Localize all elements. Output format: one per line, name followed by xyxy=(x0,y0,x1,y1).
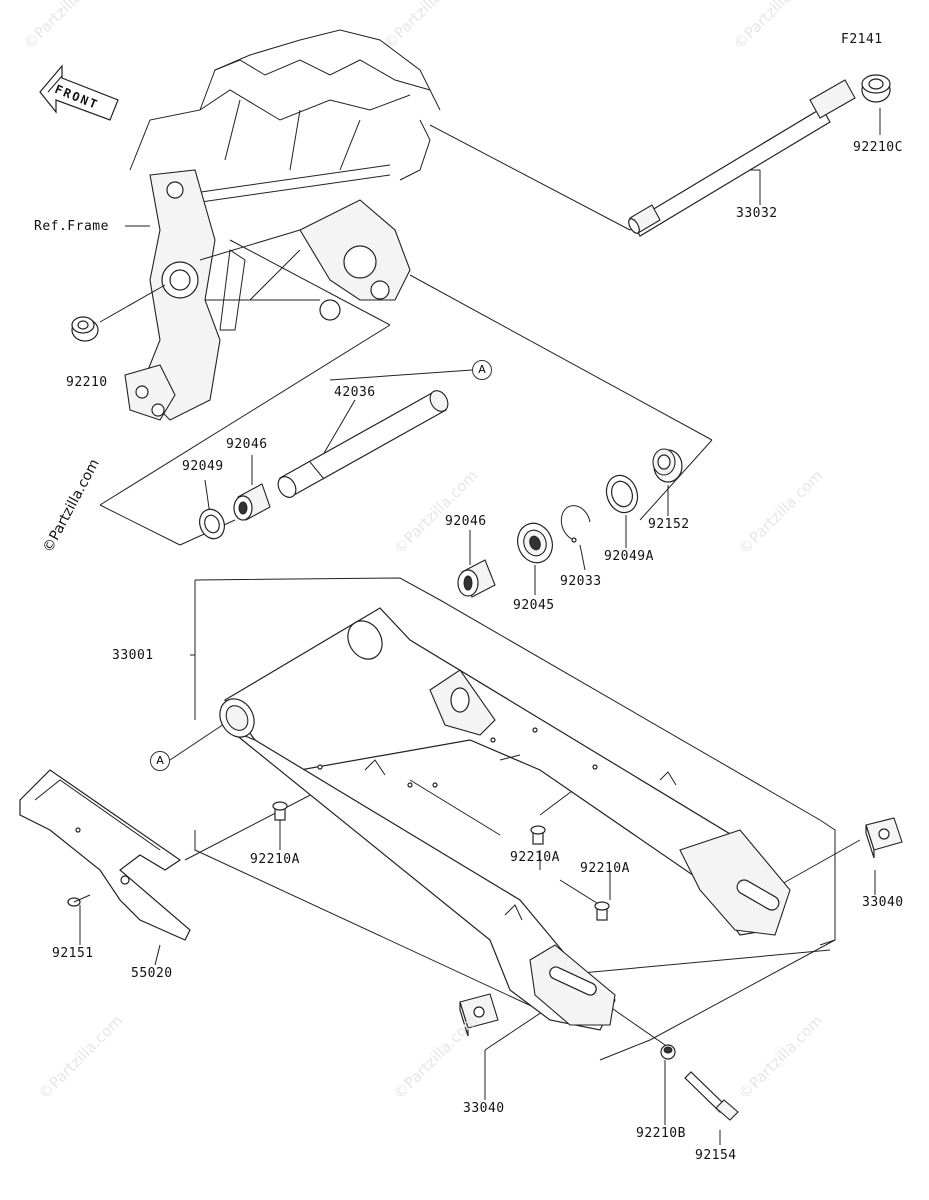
bearing-92046-mid xyxy=(457,559,496,598)
nut-92210-icon xyxy=(71,316,99,342)
seal-92049a xyxy=(605,474,639,514)
part-label-92210c[interactable]: 92210C xyxy=(853,140,903,155)
circlip-92033 xyxy=(560,505,591,543)
part-label-92210[interactable]: 92210 xyxy=(66,375,108,390)
part-label-92210b[interactable]: 92210B xyxy=(636,1126,686,1141)
part-label-33032[interactable]: 33032 xyxy=(736,206,778,221)
part-label-92151[interactable]: 92151 xyxy=(52,946,94,961)
part-label-92045[interactable]: 92045 xyxy=(513,598,555,613)
seal-92049 xyxy=(199,508,225,540)
part-label-33040-bottom[interactable]: 33040 xyxy=(463,1101,505,1116)
part-label-92046-upper[interactable]: 92046 xyxy=(226,437,268,452)
part-label-42036[interactable]: 42036 xyxy=(334,385,376,400)
part-label-92210a-1[interactable]: 92210A xyxy=(250,852,300,867)
part-label-92046-mid[interactable]: 92046 xyxy=(445,514,487,529)
front-arrow-icon xyxy=(39,64,119,121)
part-label-92152[interactable]: 92152 xyxy=(648,517,690,532)
adjuster-33040-right xyxy=(865,817,903,859)
ref-frame-label: Ref.Frame xyxy=(34,219,109,234)
part-label-33001[interactable]: 33001 xyxy=(112,648,154,663)
part-label-92049[interactable]: 92049 xyxy=(182,459,224,474)
leader-lines xyxy=(79,108,881,1145)
bearing-92045 xyxy=(517,522,553,564)
part-label-92210a-3[interactable]: 92210A xyxy=(580,861,630,876)
frame-drawing xyxy=(124,29,441,421)
pivot-shaft-33032 xyxy=(628,79,856,237)
part-label-92154[interactable]: 92154 xyxy=(695,1148,737,1163)
bolt-92154-icon xyxy=(684,1071,739,1121)
chain-guard-55020 xyxy=(19,769,191,941)
screw-92151-icon xyxy=(67,894,91,907)
part-label-92033[interactable]: 92033 xyxy=(560,574,602,589)
part-label-55020[interactable]: 55020 xyxy=(131,966,173,981)
part-label-92049a[interactable]: 92049A xyxy=(604,549,654,564)
swingarm-33001 xyxy=(219,607,791,1031)
collar-42036 xyxy=(277,390,449,498)
part-label-92210a-2[interactable]: 92210A xyxy=(510,850,560,865)
bolt-92210a-icons xyxy=(272,801,610,921)
nut-92210b-icon xyxy=(660,1044,676,1060)
diagram-code: F2141 xyxy=(841,32,883,47)
nut-92210c-icon xyxy=(861,74,891,103)
callout-a-upper: A xyxy=(472,360,492,380)
callout-a-lower: A xyxy=(150,751,170,771)
adjuster-33040-bottom xyxy=(459,993,499,1037)
collar-92152 xyxy=(652,448,683,483)
bearing-92046-upper xyxy=(233,483,271,521)
part-label-33040-right[interactable]: 33040 xyxy=(862,895,904,910)
